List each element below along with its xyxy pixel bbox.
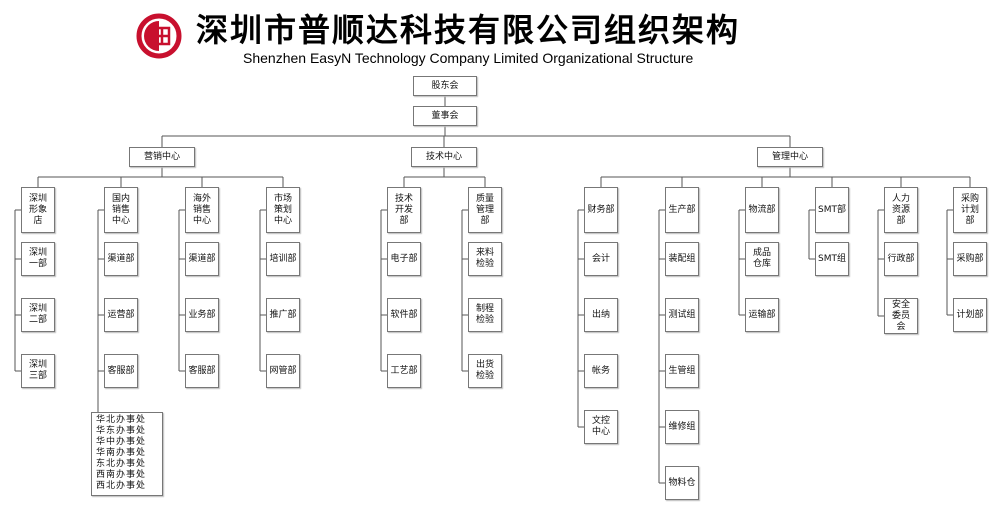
office-item: 华北办事处 <box>96 415 147 425</box>
sub-node: 渠道部 <box>104 242 138 276</box>
office-item: 华南办事处 <box>96 448 147 458</box>
department-node: 人力 资源 部 <box>884 187 918 233</box>
sub-node: 采购部 <box>953 242 987 276</box>
sub-node: 装配组 <box>665 242 699 276</box>
department-node: 生产部 <box>665 187 699 233</box>
center-node: 技术中心 <box>411 147 477 167</box>
office-item: 华中办事处 <box>96 437 147 447</box>
sub-node: 客服部 <box>104 354 138 388</box>
center-node: 营销中心 <box>129 147 195 167</box>
office-item: 东北办事处 <box>96 459 147 469</box>
department-node: 国内 销售 中心 <box>104 187 138 233</box>
sub-node: 维修组 <box>665 410 699 444</box>
department-node: 物流部 <box>745 187 779 233</box>
sub-node: 深圳 二部 <box>21 298 55 332</box>
sub-node: 运输部 <box>745 298 779 332</box>
sub-node: 文控 中心 <box>584 410 618 444</box>
sub-node: 物料仓 <box>665 466 699 500</box>
sub-node: 推广部 <box>266 298 300 332</box>
sub-node: SMT组 <box>815 242 849 276</box>
sub-node: 深圳 一部 <box>21 242 55 276</box>
sub-node: 测试组 <box>665 298 699 332</box>
sub-node: 行政部 <box>884 242 918 276</box>
department-node: 采购 计划 部 <box>953 187 987 233</box>
sub-node: 制程 检验 <box>468 298 502 332</box>
office-item: 西北办事处 <box>96 481 147 491</box>
department-node: 财务部 <box>584 187 618 233</box>
sub-node: 安全 委员 会 <box>884 298 918 334</box>
company-logo-icon <box>136 13 182 59</box>
sub-node: 计划部 <box>953 298 987 332</box>
regional-offices-node: 华北办事处华东办事处华中办事处华南办事处东北办事处西南办事处西北办事处 <box>91 412 163 496</box>
sub-node: 出货 检验 <box>468 354 502 388</box>
sub-node: 深圳 三部 <box>21 354 55 388</box>
sub-node: 出纳 <box>584 298 618 332</box>
page-title: 深圳市普顺达科技有限公司组织架构 <box>196 11 741 49</box>
sub-node: 渠道部 <box>185 242 219 276</box>
sub-node: 来料 检验 <box>468 242 502 276</box>
sub-node: 运营部 <box>104 298 138 332</box>
department-node: 市场 策划 中心 <box>266 187 300 233</box>
office-item: 华东办事处 <box>96 426 147 436</box>
sub-node: 成品 仓库 <box>745 242 779 276</box>
department-node: 海外 销售 中心 <box>185 187 219 233</box>
office-item: 西南办事处 <box>96 470 147 480</box>
department-node: 深圳 形象 店 <box>21 187 55 233</box>
center-node: 管理中心 <box>757 147 823 167</box>
department-node: 技术 开发 部 <box>387 187 421 233</box>
sub-node: 培训部 <box>266 242 300 276</box>
sub-node: 软件部 <box>387 298 421 332</box>
sub-node: 客服部 <box>185 354 219 388</box>
board-node: 董事会 <box>413 106 477 126</box>
sub-node: 生管组 <box>665 354 699 388</box>
shareholders-node: 股东会 <box>413 76 477 96</box>
department-node: 质量 管理 部 <box>468 187 502 233</box>
sub-node: 网管部 <box>266 354 300 388</box>
sub-node: 工艺部 <box>387 354 421 388</box>
sub-node: 会计 <box>584 242 618 276</box>
department-node: SMT部 <box>815 187 849 233</box>
sub-node: 业务部 <box>185 298 219 332</box>
sub-node: 帐务 <box>584 354 618 388</box>
page-subtitle: Shenzhen EasyN Technology Company Limite… <box>243 50 694 66</box>
sub-node: 电子部 <box>387 242 421 276</box>
